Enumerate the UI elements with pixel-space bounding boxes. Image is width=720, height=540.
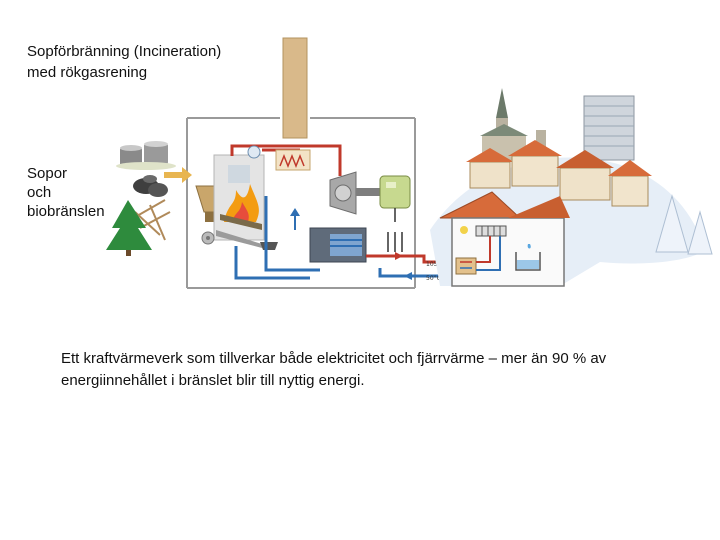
fuel-label-line-1: Sopor	[27, 165, 68, 182]
return-water-pipe	[234, 196, 320, 280]
radiator-icon	[475, 225, 507, 237]
waste-bins-icon	[116, 141, 176, 170]
garbage-bags-icon	[133, 175, 168, 197]
chimney	[282, 37, 308, 139]
power-line-icon	[387, 208, 403, 252]
fan-wheel-icon	[201, 231, 215, 245]
flow-arrow-up	[290, 208, 300, 230]
generator	[379, 175, 411, 209]
supply-flow-arrow	[395, 252, 403, 260]
fuel-input-arrow	[164, 167, 192, 183]
plant-building-outline	[186, 117, 416, 289]
home-heat-exchanger	[455, 257, 477, 275]
fuel-input-label: Sopor och biobränslen	[27, 164, 127, 221]
lamp-icon	[460, 226, 468, 234]
slide-caption: Ett kraftvärmeverk som tillverkar både e…	[61, 350, 607, 389]
hot-water-tank-icon	[515, 244, 541, 271]
office-building-icon	[583, 95, 635, 161]
pipe-valve-icon	[247, 145, 261, 159]
return-temperature: 50°C	[426, 275, 441, 282]
condenser-heat-exchanger	[309, 227, 367, 263]
tree-icon	[106, 200, 152, 256]
house-cutaway	[439, 191, 570, 287]
slide-title: Sopförbränning (Incineration) med rökgas…	[27, 41, 277, 83]
town-houses-icon	[466, 140, 652, 207]
title-line-2: med rökgasrening	[27, 64, 148, 81]
combustion-grate	[216, 214, 262, 248]
snowy-tree-icon	[655, 194, 713, 255]
steam-turbine	[329, 171, 380, 215]
ash-container	[260, 242, 278, 250]
fuel-label-line-2: och	[27, 184, 52, 201]
house-heating-pipes	[476, 236, 501, 271]
fuel-label-line-3: biobränslen	[27, 203, 105, 220]
fire-icon	[224, 184, 259, 222]
district-heating-return-pipe	[378, 268, 460, 278]
return-flow-arrow	[404, 272, 412, 280]
supply-temperature: 105°C	[426, 261, 445, 268]
branches-icon	[129, 199, 171, 241]
flue-gas-cleaning	[275, 149, 311, 171]
title-line-1: Sopförbränning (Incineration)	[27, 43, 222, 60]
